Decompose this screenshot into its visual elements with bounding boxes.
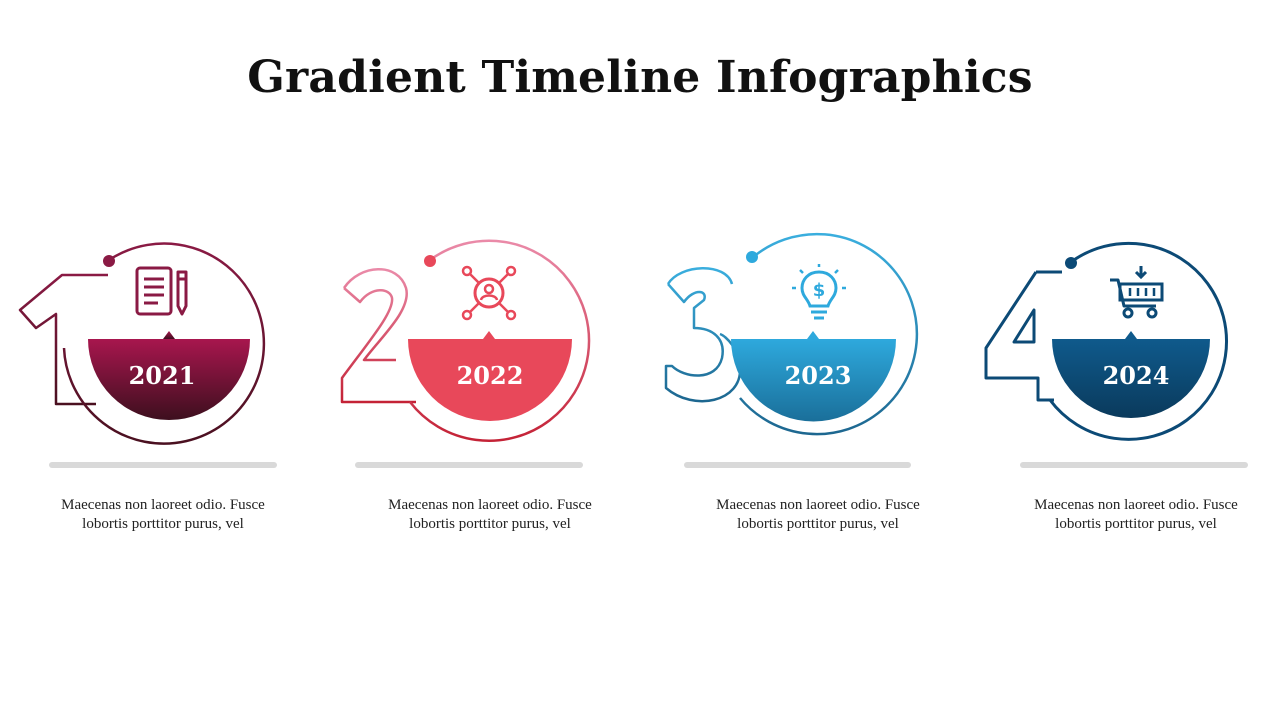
year-label: 2022 bbox=[456, 361, 524, 390]
step-description: Maecenas non laoreet odio. Fusce loborti… bbox=[716, 497, 920, 532]
year-half-disc bbox=[88, 339, 250, 420]
divider-bar bbox=[49, 462, 277, 468]
lightbulb-dollar-icon: $ bbox=[792, 264, 846, 320]
step-graphic bbox=[984, 241, 1228, 441]
step-graphic bbox=[18, 242, 266, 445]
timeline-step-2022: 2022 Maecenas non laoreet odio. Fusce lo… bbox=[340, 228, 600, 568]
timeline-step-2023: $ 2023 Maecenas non laoreet odio. Fusce … bbox=[664, 228, 924, 568]
circle-outline bbox=[1048, 241, 1228, 441]
year-half-disc bbox=[1052, 339, 1210, 418]
numeral-two-outline bbox=[340, 268, 416, 404]
shopping-cart-icon bbox=[1110, 266, 1164, 319]
divider-bar bbox=[684, 462, 911, 468]
circle-dot bbox=[1065, 257, 1077, 269]
year-label: 2023 bbox=[784, 361, 852, 390]
timeline-step-2024: 2024 Maecenas non laoreet odio. Fusce lo… bbox=[984, 228, 1248, 568]
circle-dot bbox=[103, 255, 115, 267]
year-label: 2024 bbox=[1102, 361, 1170, 390]
circle-outline bbox=[62, 242, 266, 445]
step-description: Maecenas non laoreet odio. Fusce loborti… bbox=[388, 497, 592, 532]
year-half-disc bbox=[731, 339, 896, 422]
year-label: 2021 bbox=[128, 361, 196, 390]
step-description: Maecenas non laoreet odio. Fusce loborti… bbox=[1034, 497, 1238, 532]
circle-outline bbox=[409, 239, 591, 442]
page-title: Gradient Timeline Infographics bbox=[247, 52, 1033, 103]
circle-dot bbox=[746, 251, 758, 263]
numeral-three-outline bbox=[664, 267, 742, 403]
timeline-step-2021: 2021 Maecenas non laoreet odio. Fusce lo… bbox=[18, 228, 278, 568]
step-graphic bbox=[340, 239, 591, 442]
divider-bar bbox=[355, 462, 583, 468]
circle-dot bbox=[424, 255, 436, 267]
circle-outline bbox=[739, 232, 919, 436]
step-description: Maecenas non laoreet odio. Fusce loborti… bbox=[61, 497, 265, 532]
user-network-icon bbox=[461, 265, 517, 321]
divider-bar bbox=[1020, 462, 1248, 468]
numeral-four-outline bbox=[984, 270, 1062, 402]
numeral-one-outline bbox=[18, 273, 108, 406]
svg-text:$: $ bbox=[813, 280, 826, 301]
step-graphic bbox=[664, 232, 919, 436]
year-half-disc bbox=[408, 339, 572, 421]
document-edit-icon bbox=[135, 266, 188, 316]
